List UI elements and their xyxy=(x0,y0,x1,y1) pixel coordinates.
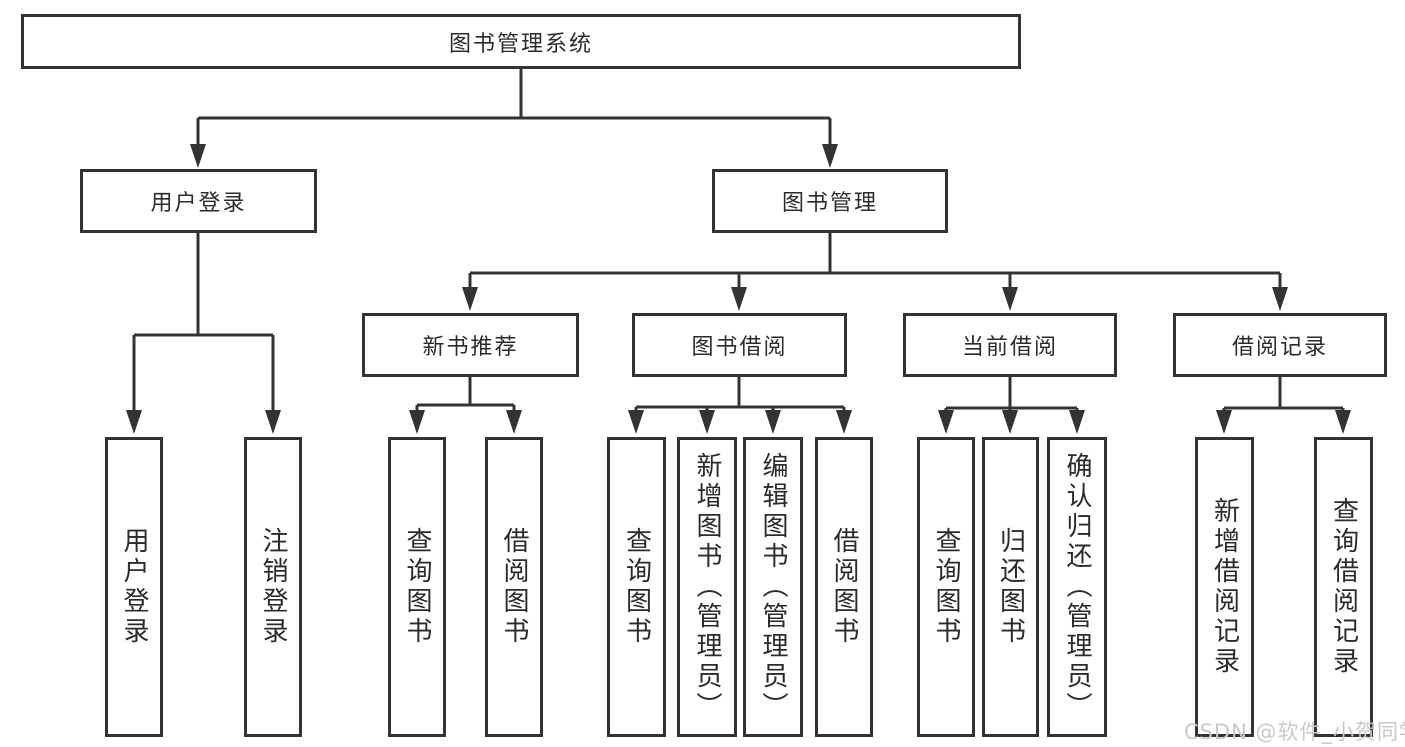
node-new-book-rec-label: 新书推荐 xyxy=(422,335,519,360)
arrowhead xyxy=(628,410,644,434)
arrowheads xyxy=(126,144,1351,434)
node-current-borrow: 当前借阅 xyxy=(903,313,1117,377)
arrowhead xyxy=(506,410,522,434)
leaf-nbr-query-book-label: 查询图书 xyxy=(402,527,432,647)
node-book-mgmt: 图书管理 xyxy=(712,169,948,233)
leaf-cb-return-book-label: 归还图书 xyxy=(995,527,1026,647)
leaf-bb-borrow-book-label: 借阅图书 xyxy=(829,527,859,647)
arrowhead xyxy=(1216,410,1232,434)
leaf-nbr-borrow-book: 借阅图书 xyxy=(485,437,543,737)
leaf-cb-confirm-return-label: 确认归还（管理员） xyxy=(1062,452,1092,722)
arrowhead xyxy=(938,410,954,434)
leaf-user-login: 用户登录 xyxy=(105,437,163,737)
arrowhead xyxy=(190,144,206,168)
leaf-cb-query-book-label: 查询图书 xyxy=(931,527,961,647)
watermark: CSDN @软件_小贺同学 xyxy=(1184,720,1405,744)
leaf-nbr-borrow-book-label: 借阅图书 xyxy=(499,527,529,647)
connector-book-mgmt xyxy=(468,233,1282,289)
leaf-user-login-label: 用户登录 xyxy=(119,527,149,647)
leaf-cb-confirm-return: 确认归还（管理员） xyxy=(1047,437,1107,737)
node-borrow-record: 借阅记录 xyxy=(1173,313,1387,377)
node-borrow-record-label: 借阅记录 xyxy=(1231,335,1328,360)
node-user-login: 用户登录 xyxy=(80,169,317,233)
node-user-login-label: 用户登录 xyxy=(150,191,247,216)
leaf-nbr-query-book: 查询图书 xyxy=(388,437,446,737)
arrowhead xyxy=(822,144,838,168)
arrowhead xyxy=(462,287,478,311)
leaf-cb-query-book: 查询图书 xyxy=(917,437,975,737)
leaf-br-add-record-label: 新增借阅记录 xyxy=(1209,497,1240,677)
leaf-br-query-record: 查询借阅记录 xyxy=(1314,437,1373,737)
connector-current-borrow xyxy=(944,377,1079,412)
leaf-cb-return-book: 归还图书 xyxy=(982,437,1039,737)
node-root-label: 图书管理系统 xyxy=(448,31,593,57)
leaf-bb-add-book: 新增图书（管理员） xyxy=(677,437,737,737)
arrowhead xyxy=(765,410,781,434)
node-root: 图书管理系统 xyxy=(21,14,1021,69)
leaf-bb-query-book: 查询图书 xyxy=(607,437,666,737)
arrowhead xyxy=(1335,410,1351,434)
leaf-br-query-record-label: 查询借阅记录 xyxy=(1328,497,1359,677)
arrowhead xyxy=(126,410,142,434)
arrowhead xyxy=(1272,287,1288,311)
node-book-mgmt-label: 图书管理 xyxy=(781,191,878,216)
node-new-book-rec: 新书推荐 xyxy=(362,313,579,377)
arrowhead xyxy=(409,410,425,434)
leaf-bb-edit-book-label: 编辑图书（管理员） xyxy=(758,452,788,722)
connector-borrow-record xyxy=(1222,377,1345,412)
node-current-borrow-label: 当前借阅 xyxy=(961,335,1058,360)
connector-book-borrow xyxy=(634,377,846,412)
leaf-logout: 注销登录 xyxy=(244,437,302,737)
leaf-bb-edit-book: 编辑图书（管理员） xyxy=(743,437,803,737)
leaf-bb-query-book-label: 查询图书 xyxy=(621,527,652,647)
leaf-br-add-record: 新增借阅记录 xyxy=(1195,437,1254,737)
arrowhead xyxy=(1002,410,1018,434)
connector-root xyxy=(196,69,832,146)
leaf-logout-label: 注销登录 xyxy=(258,527,288,647)
node-book-borrow: 图书借阅 xyxy=(632,313,847,377)
arrowhead xyxy=(836,410,852,434)
node-book-borrow-label: 图书借阅 xyxy=(691,335,788,360)
connector-user-login xyxy=(132,233,275,412)
arrowhead xyxy=(1002,287,1018,311)
arrowhead xyxy=(1069,410,1085,434)
connector-new-book-rec xyxy=(415,377,516,412)
arrowhead xyxy=(699,410,715,434)
arrowhead xyxy=(731,287,747,311)
leaf-bb-add-book-label: 新增图书（管理员） xyxy=(692,452,722,722)
arrowhead xyxy=(265,410,281,434)
leaf-bb-borrow-book: 借阅图书 xyxy=(815,437,873,737)
